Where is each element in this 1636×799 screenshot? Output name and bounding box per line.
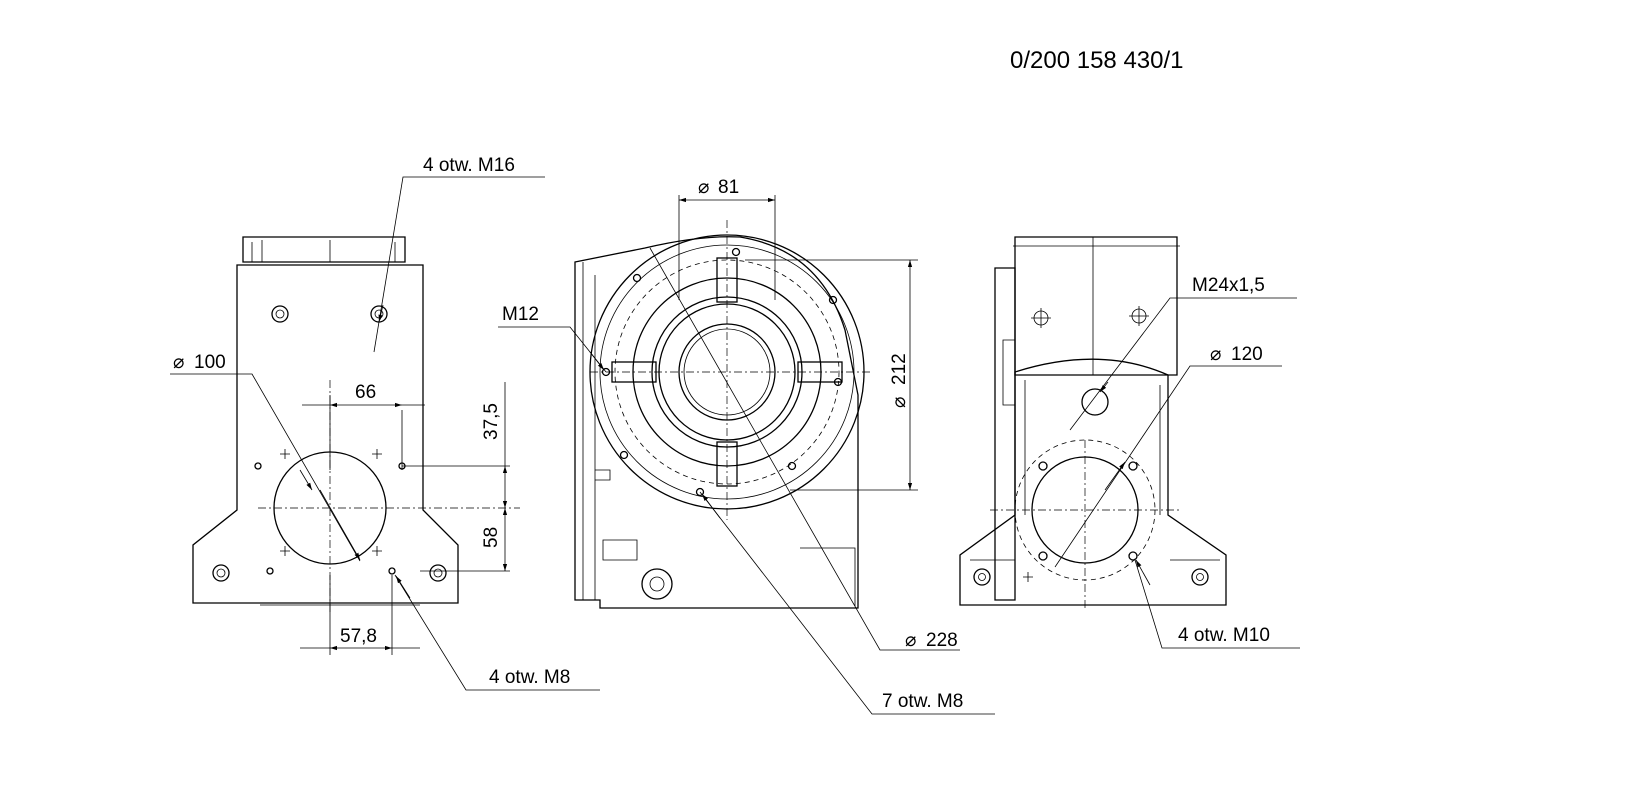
dim-66: 66 <box>355 382 376 403</box>
symbol-dia-212: ⌀ <box>889 397 910 408</box>
symbol-dia-100: ⌀ <box>173 352 184 373</box>
label-4-otw-m8-left: 4 otw. M8 <box>489 667 570 688</box>
label-4-otw-m16: 4 otw. M16 <box>423 155 515 176</box>
label-dia-100: 100 <box>194 352 226 373</box>
label-m12: M12 <box>502 304 539 325</box>
right-view: M24x1,5 ⌀ 120 4 otw. M10 <box>959 236 1300 649</box>
dim-37-5: 37,5 <box>481 403 502 440</box>
symbol-dia-81: ⌀ <box>698 177 709 198</box>
label-dia-228: 228 <box>926 630 958 651</box>
label-7-otw-m8: 7 otw. M8 <box>882 691 963 712</box>
label-dia-120: 120 <box>1231 344 1263 365</box>
drawing-number: 0/200 158 430/1 <box>1010 47 1184 74</box>
left-view: 66 37,5 58 57,8 4 otw. M16 ⌀ 100 4 otw. … <box>170 155 600 691</box>
symbol-dia-120: ⌀ <box>1210 344 1221 365</box>
left-housing-outline <box>192 264 459 604</box>
middle-view: ⌀ 81 ⌀ 212 M12 ⌀ 228 7 otw. M8 <box>498 177 995 715</box>
middle-housing-outline <box>574 236 859 609</box>
label-4-otw-m10: 4 otw. M10 <box>1178 625 1270 646</box>
dim-57-8: 57,8 <box>340 626 377 647</box>
label-dia-212: 212 <box>889 353 910 385</box>
dim-58: 58 <box>481 527 502 548</box>
right-housing-outline <box>959 358 1227 606</box>
label-m24x1-5: M24x1,5 <box>1192 275 1265 296</box>
symbol-dia-228: ⌀ <box>905 630 916 651</box>
label-dia-81: 81 <box>718 177 739 198</box>
